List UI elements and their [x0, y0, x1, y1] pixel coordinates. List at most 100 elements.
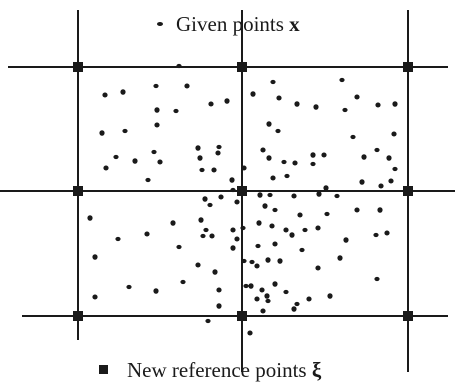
given-point — [209, 233, 215, 239]
given-point — [92, 254, 98, 260]
given-point — [265, 298, 271, 304]
given-point — [350, 134, 356, 140]
given-point — [153, 83, 159, 89]
given-point — [378, 183, 384, 189]
given-point — [199, 167, 205, 173]
given-point — [386, 155, 392, 161]
given-point — [229, 177, 235, 183]
given-point — [224, 98, 230, 104]
given-point — [200, 233, 206, 239]
given-point — [283, 289, 289, 295]
given-point — [215, 150, 221, 156]
given-point — [284, 173, 290, 179]
given-point — [87, 215, 93, 221]
given-point — [113, 154, 119, 160]
given-point — [216, 144, 222, 150]
given-point — [256, 220, 262, 226]
given-point — [144, 231, 150, 237]
given-point — [339, 77, 345, 83]
given-point — [384, 230, 390, 236]
given-point — [292, 160, 298, 166]
given-point — [170, 220, 176, 226]
given-point — [310, 161, 316, 167]
given-point — [154, 122, 160, 128]
given-point — [153, 288, 159, 294]
given-point — [321, 152, 327, 158]
given-point — [342, 107, 348, 113]
given-point — [157, 159, 163, 165]
given-point — [115, 236, 121, 242]
given-point — [173, 108, 179, 114]
given-point — [343, 237, 349, 243]
given-point — [240, 225, 246, 231]
given-point — [275, 128, 281, 134]
given-point — [392, 166, 398, 172]
given-point — [359, 179, 365, 185]
given-point — [310, 152, 316, 158]
given-point — [247, 330, 253, 336]
given-point — [205, 318, 211, 324]
given-point — [277, 258, 283, 264]
given-point — [283, 227, 289, 233]
given-point — [291, 193, 297, 199]
given-point — [361, 154, 367, 160]
given-point — [145, 177, 151, 183]
given-point — [260, 147, 266, 153]
given-point — [243, 283, 249, 289]
given-point — [154, 107, 160, 113]
given-point — [291, 306, 297, 312]
given-point — [234, 236, 240, 242]
given-point — [265, 257, 271, 263]
given-point — [294, 301, 300, 307]
given-point — [272, 281, 278, 287]
given-point — [377, 207, 383, 213]
given-point — [354, 207, 360, 213]
given-point — [270, 79, 276, 85]
given-point — [354, 94, 360, 100]
given-point — [337, 255, 343, 261]
given-point — [180, 279, 186, 285]
given-point — [306, 296, 312, 302]
reference-point — [237, 311, 247, 321]
legend-given-text: Given points x — [176, 12, 300, 36]
given-point — [202, 196, 208, 202]
reference-point — [73, 62, 83, 72]
given-point — [250, 91, 256, 97]
given-point — [216, 287, 222, 293]
given-point — [254, 296, 260, 302]
given-point — [324, 211, 330, 217]
legend-reference-points: New reference points ξ — [99, 358, 322, 382]
given-point — [195, 262, 201, 268]
given-point — [299, 247, 305, 253]
given-point — [208, 101, 214, 107]
reference-point — [403, 186, 413, 196]
given-point — [230, 227, 236, 233]
reference-point — [403, 311, 413, 321]
given-point — [248, 283, 254, 289]
given-point — [272, 207, 278, 213]
given-points — [87, 63, 398, 336]
given-point — [234, 199, 240, 205]
given-point — [257, 192, 263, 198]
given-point — [391, 131, 397, 137]
reference-grid — [0, 10, 455, 372]
given-point — [195, 145, 201, 151]
given-point — [176, 63, 182, 69]
given-point — [327, 293, 333, 299]
given-point — [151, 149, 157, 155]
given-point — [297, 212, 303, 218]
given-point — [281, 159, 287, 165]
reference-point — [73, 311, 83, 321]
given-point — [92, 294, 98, 300]
given-point — [276, 95, 282, 101]
given-point — [313, 104, 319, 110]
given-point — [102, 92, 108, 98]
given-point — [266, 155, 272, 161]
given-point — [289, 232, 295, 238]
given-point — [374, 147, 380, 153]
given-point — [126, 284, 132, 290]
reference-point — [73, 186, 83, 196]
given-point — [207, 202, 213, 208]
given-point — [262, 203, 268, 209]
